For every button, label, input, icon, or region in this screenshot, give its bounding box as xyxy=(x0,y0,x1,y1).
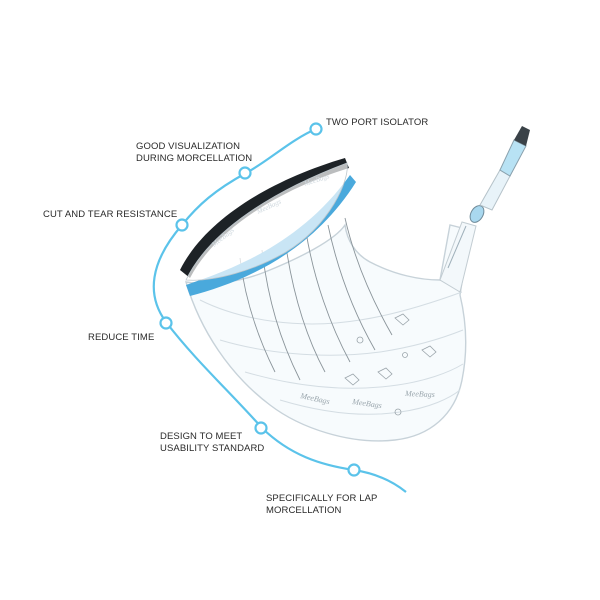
label-two-port-isolator: TWO PORT ISOLATOR xyxy=(326,117,428,129)
strap xyxy=(305,231,351,363)
label-good-visualization: GOOD VISUALIZATION DURING MORCELLATION xyxy=(136,141,252,165)
callout-dot-cut-tear xyxy=(175,218,189,232)
port-cap xyxy=(514,126,530,146)
imprint-text: MeeBags xyxy=(351,397,383,410)
bag-outline xyxy=(185,223,471,442)
callout-dot-reduce-time xyxy=(159,316,173,330)
rim-blue-band xyxy=(186,175,356,296)
neck-inner xyxy=(447,225,467,269)
inner-clip xyxy=(344,373,360,386)
bag-rim: MeeBags MeeBags MeeBags xyxy=(180,158,356,296)
inner-clip xyxy=(394,313,410,326)
callout-dots xyxy=(159,122,361,477)
label-line: TWO PORT ISOLATOR xyxy=(326,117,429,128)
label-line: DURING MORCELLATION xyxy=(136,153,253,164)
label-line: USABILITY STANDARD xyxy=(160,443,265,454)
callout-dot-usability xyxy=(254,421,268,435)
label-lap-morcellation: SPECIFICALLY FOR LAP MORCELLATION xyxy=(266,493,377,517)
strap xyxy=(344,217,393,336)
label-line: CUT AND TEAR RESISTANCE xyxy=(43,209,178,220)
inner-clip xyxy=(421,345,437,358)
inner-clip xyxy=(377,367,393,380)
label-cut-and-tear: CUT AND TEAR RESISTANCE xyxy=(43,209,177,221)
label-line: MORCELLATION xyxy=(266,505,342,516)
label-reduce-time: REDUCE TIME xyxy=(88,332,154,344)
seam-line xyxy=(219,329,464,356)
bag-straps xyxy=(239,217,393,381)
label-line: GOOD VISUALIZATION xyxy=(136,141,241,152)
label-line: REDUCE TIME xyxy=(88,332,155,343)
rim-opening xyxy=(185,162,348,281)
strap xyxy=(284,239,326,373)
inner-marker xyxy=(394,408,402,416)
callout-dot-two-port xyxy=(309,122,323,136)
bag-inner-parts xyxy=(344,313,437,416)
port-ring xyxy=(469,205,485,223)
callout-dot-lap xyxy=(347,463,361,477)
inner-marker xyxy=(356,336,364,344)
port-collar xyxy=(479,169,511,211)
port-neck xyxy=(439,126,530,293)
inner-marker xyxy=(402,352,408,358)
label-usability: DESIGN TO MEET USABILITY STANDARD xyxy=(160,431,264,455)
strap xyxy=(327,224,376,351)
port-tip xyxy=(499,139,527,177)
neck-tube xyxy=(439,221,477,293)
label-line: DESIGN TO MEET xyxy=(160,431,243,442)
seam-line xyxy=(244,363,464,389)
imprint-text: MeeBags xyxy=(404,389,435,399)
label-line: SPECIFICALLY FOR LAP xyxy=(266,493,378,504)
callout-dot-visualization xyxy=(238,166,252,180)
